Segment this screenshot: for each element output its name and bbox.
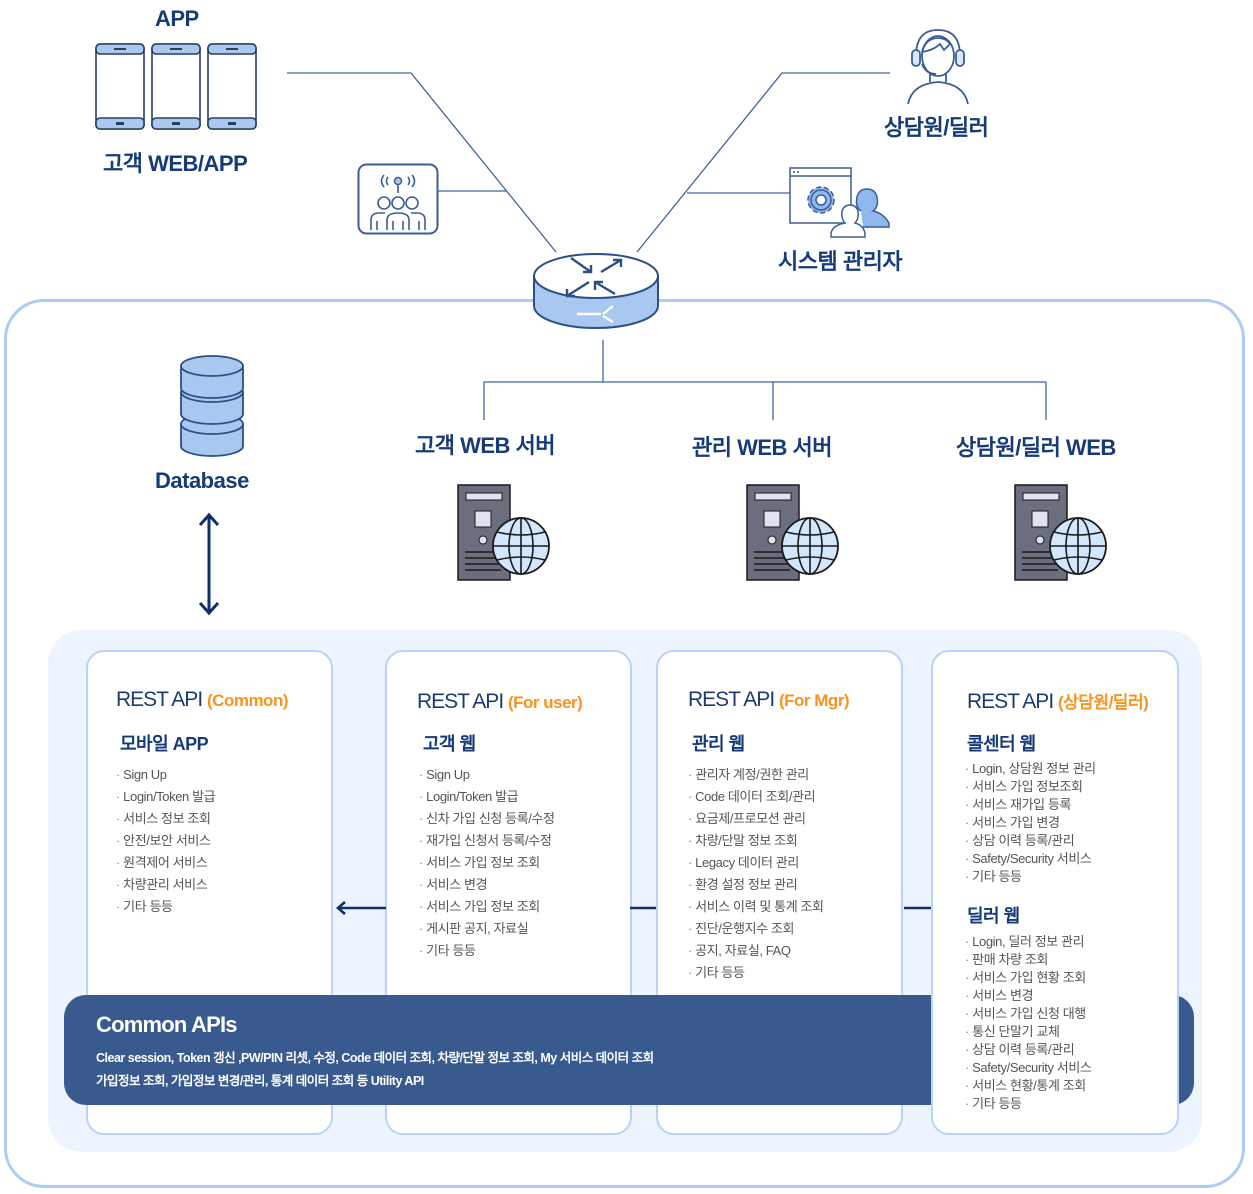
list-item: 서비스 재가입 등록 [965, 796, 1096, 814]
list-item: Safety/Security 서비스 [965, 850, 1096, 868]
card-heading: 콜센터 웹 [967, 734, 1036, 754]
list-item: 서비스 가입 정보 조회 [419, 852, 555, 874]
headset-agent-icon [907, 29, 969, 105]
list-item: 원격제어 서비스 [116, 852, 215, 874]
list-item: Login/Token 발급 [419, 786, 555, 808]
list-item: Login, 딜러 정보 관리 [965, 933, 1091, 951]
card-title: REST API (For user) [417, 690, 583, 713]
list-item: 기타 등등 [419, 940, 555, 962]
list-item: 서비스 가입 정보 조회 [419, 896, 555, 918]
list-item: 차량/단말 정보 조회 [688, 830, 824, 852]
web-server-icon [457, 484, 550, 581]
list-item: 차량관리 서비스 [116, 874, 215, 896]
arrow-head-left [336, 901, 346, 915]
list-item: Login, 상담원 정보 관리 [965, 760, 1096, 778]
list-item: 진단/운행지수 조회 [688, 918, 824, 940]
list-item: Login/Token 발급 [116, 786, 215, 808]
feature-list: 관리자 계정/권한 관리 Code 데이터 조회/관리 요금제/프로모션 관리 … [688, 764, 824, 984]
database-icon [180, 355, 244, 457]
list-item: 서비스 이력 및 통계 조회 [688, 896, 824, 918]
feature-list: Sign Up Login/Token 발급 서비스 정보 조회 안전/보안 서… [116, 764, 215, 918]
list-item: 서비스 정보 조회 [116, 808, 215, 830]
list-item: Legacy 데이터 관리 [688, 852, 824, 874]
list-item: Sign Up [419, 764, 555, 786]
card-title: REST API (Common) [116, 688, 288, 711]
list-item: Sign Up [116, 764, 215, 786]
list-item: 신차 가입 신청 등록/수정 [419, 808, 555, 830]
list-item: 통신 단말기 교체 [965, 1023, 1091, 1041]
card-connectors [336, 901, 931, 915]
list-item: 기타 등등 [688, 962, 824, 984]
feature-list: Sign Up Login/Token 발급 신차 가입 신청 등록/수정 재가… [419, 764, 555, 962]
feature-list: Login, 딜러 정보 관리 판매 차량 조회 서비스 가입 현황 조회 서비… [965, 933, 1092, 1113]
line-agent-router [636, 72, 890, 253]
list-item: 서비스 가입 정보조회 [965, 778, 1096, 796]
card-title: REST API (상담원/딜러) [967, 690, 1149, 713]
list-item: Code 데이터 조회/관리 [688, 786, 824, 808]
card-title: REST API (For Mgr) [688, 688, 850, 711]
list-item: 서비스 변경 [965, 987, 1091, 1005]
list-item: 서비스 현황/통계 조회 [965, 1077, 1091, 1095]
list-item: Safety/Security 서비스 [965, 1059, 1092, 1077]
web-server-icon [1014, 484, 1107, 581]
common-apis-title: Common APIs [96, 1012, 238, 1037]
list-item: 기타 등등 [965, 868, 1096, 886]
card-heading: 관리 웹 [692, 734, 745, 754]
connected-users-icon [357, 163, 439, 235]
common-apis-line: 가입정보 조회, 가입정보 변경/관리, 통계 데이터 조회 등 Utility… [96, 1074, 424, 1088]
app-label: APP [155, 6, 199, 31]
system-admin-label: 시스템 관리자 [778, 249, 903, 274]
list-item: 환경 설정 정보 관리 [688, 874, 824, 896]
api-card-agent-dealer: REST API (상담원/딜러) 콜센터 웹 Login, 상담원 정보 관리… [931, 650, 1179, 1135]
list-item: 공지, 자료실, FAQ [688, 940, 824, 962]
bidirectional-arrow-icon [198, 512, 220, 616]
list-item: 안전/보안 서비스 [116, 830, 215, 852]
system-admin-icon [789, 167, 890, 238]
router-icon [533, 253, 659, 329]
database-label: Database [155, 468, 249, 493]
list-item: 서비스 변경 [419, 874, 555, 896]
line-customer-router [287, 72, 557, 253]
list-item: 서비스 가입 신청 대행 [965, 1005, 1091, 1023]
list-item: 기타 등등 [116, 896, 215, 918]
agent-dealer-label: 상담원/딜러 [884, 115, 989, 140]
list-item: 상담 이력 등록/관리 [965, 1041, 1091, 1059]
list-item: 요금제/프로모션 관리 [688, 808, 824, 830]
card-heading: 딜러 웹 [967, 906, 1020, 926]
network-lines [287, 72, 1047, 420]
list-item: 서비스 가입 현황 조회 [965, 969, 1091, 987]
list-item: 상담 이력 등록/관리 [965, 832, 1096, 850]
list-item: 게시판 공지, 자료실 [419, 918, 555, 940]
list-item: 판매 차량 조회 [965, 951, 1091, 969]
list-item: 기타 등등 [965, 1095, 1091, 1113]
web-server-icon [746, 484, 839, 581]
customer-web-app-label: 고객 WEB/APP [103, 151, 248, 176]
list-item: 서비스 가입 변경 [965, 814, 1096, 832]
list-item: 재가입 신청서 등록/수정 [419, 830, 555, 852]
list-item: 관리자 계정/권한 관리 [688, 764, 824, 786]
server-label-admin: 관리 WEB 서버 [692, 435, 833, 460]
server-label-customer: 고객 WEB 서버 [415, 433, 556, 458]
card-heading: 모바일 APP [120, 734, 209, 754]
common-apis-line: Clear session, Token 갱신 ,PW/PIN 리셋, 수정, … [96, 1051, 654, 1065]
server-label-agent: 상담원/딜러 WEB [956, 435, 1116, 460]
mobile-phones-icon [95, 43, 257, 130]
card-heading: 고객 웹 [423, 734, 476, 754]
feature-list: Login, 상담원 정보 관리 서비스 가입 정보조회 서비스 재가입 등록 … [965, 760, 1096, 886]
